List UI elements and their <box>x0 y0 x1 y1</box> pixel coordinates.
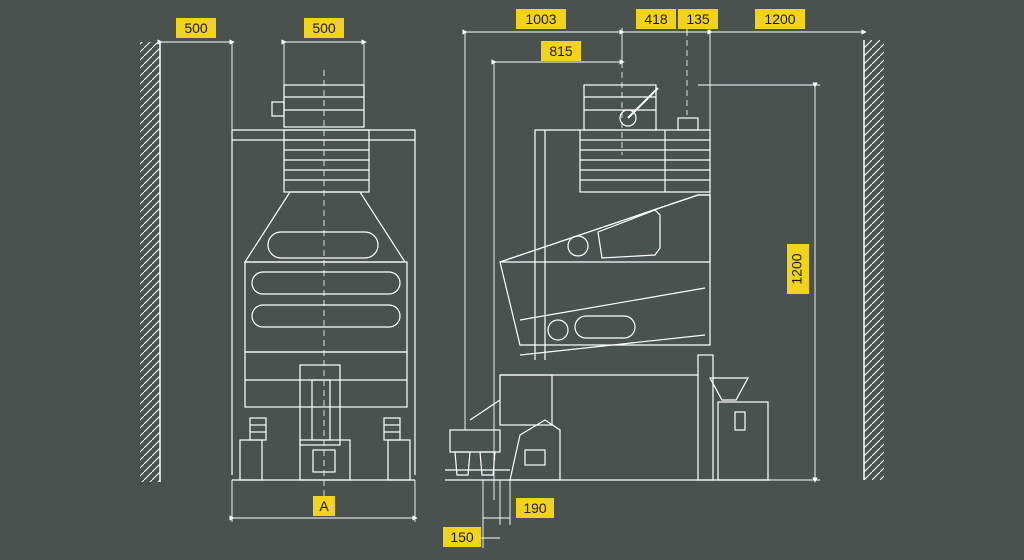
svg-text:A: A <box>319 498 329 514</box>
dimension-side-total-depth: 1003 <box>516 9 566 29</box>
right-wall <box>863 40 884 480</box>
front-view <box>231 70 416 500</box>
dimension-side-wall-clearance: 1200 <box>755 9 805 29</box>
svg-text:418: 418 <box>644 11 668 27</box>
dimension-side-inlet-offset: 815 <box>541 41 581 61</box>
side-view <box>445 40 770 481</box>
dimension-side-outlet-offset: 190 <box>516 498 554 518</box>
dimension-front-wall-clearance: 500 <box>176 18 216 38</box>
svg-text:190: 190 <box>523 500 547 516</box>
svg-text:1003: 1003 <box>525 11 556 27</box>
dimension-side-height: 1200 <box>787 244 809 294</box>
svg-text:815: 815 <box>549 43 573 59</box>
dimension-side-inlet-diameter: 135 <box>678 9 718 29</box>
dimension-side-top-segment: 418 <box>636 9 676 29</box>
dimension-lines <box>157 28 867 548</box>
svg-text:150: 150 <box>450 529 474 545</box>
svg-text:500: 500 <box>184 20 208 36</box>
svg-text:135: 135 <box>686 11 710 27</box>
dimension-side-outlet-width: 150 <box>443 527 481 547</box>
svg-text:1200: 1200 <box>789 253 805 284</box>
svg-text:500: 500 <box>312 20 336 36</box>
dimension-front-inlet-width: 500 <box>304 18 344 38</box>
dimension-front-base-width: A <box>313 496 335 516</box>
left-wall <box>140 42 161 482</box>
svg-text:1200: 1200 <box>764 11 795 27</box>
